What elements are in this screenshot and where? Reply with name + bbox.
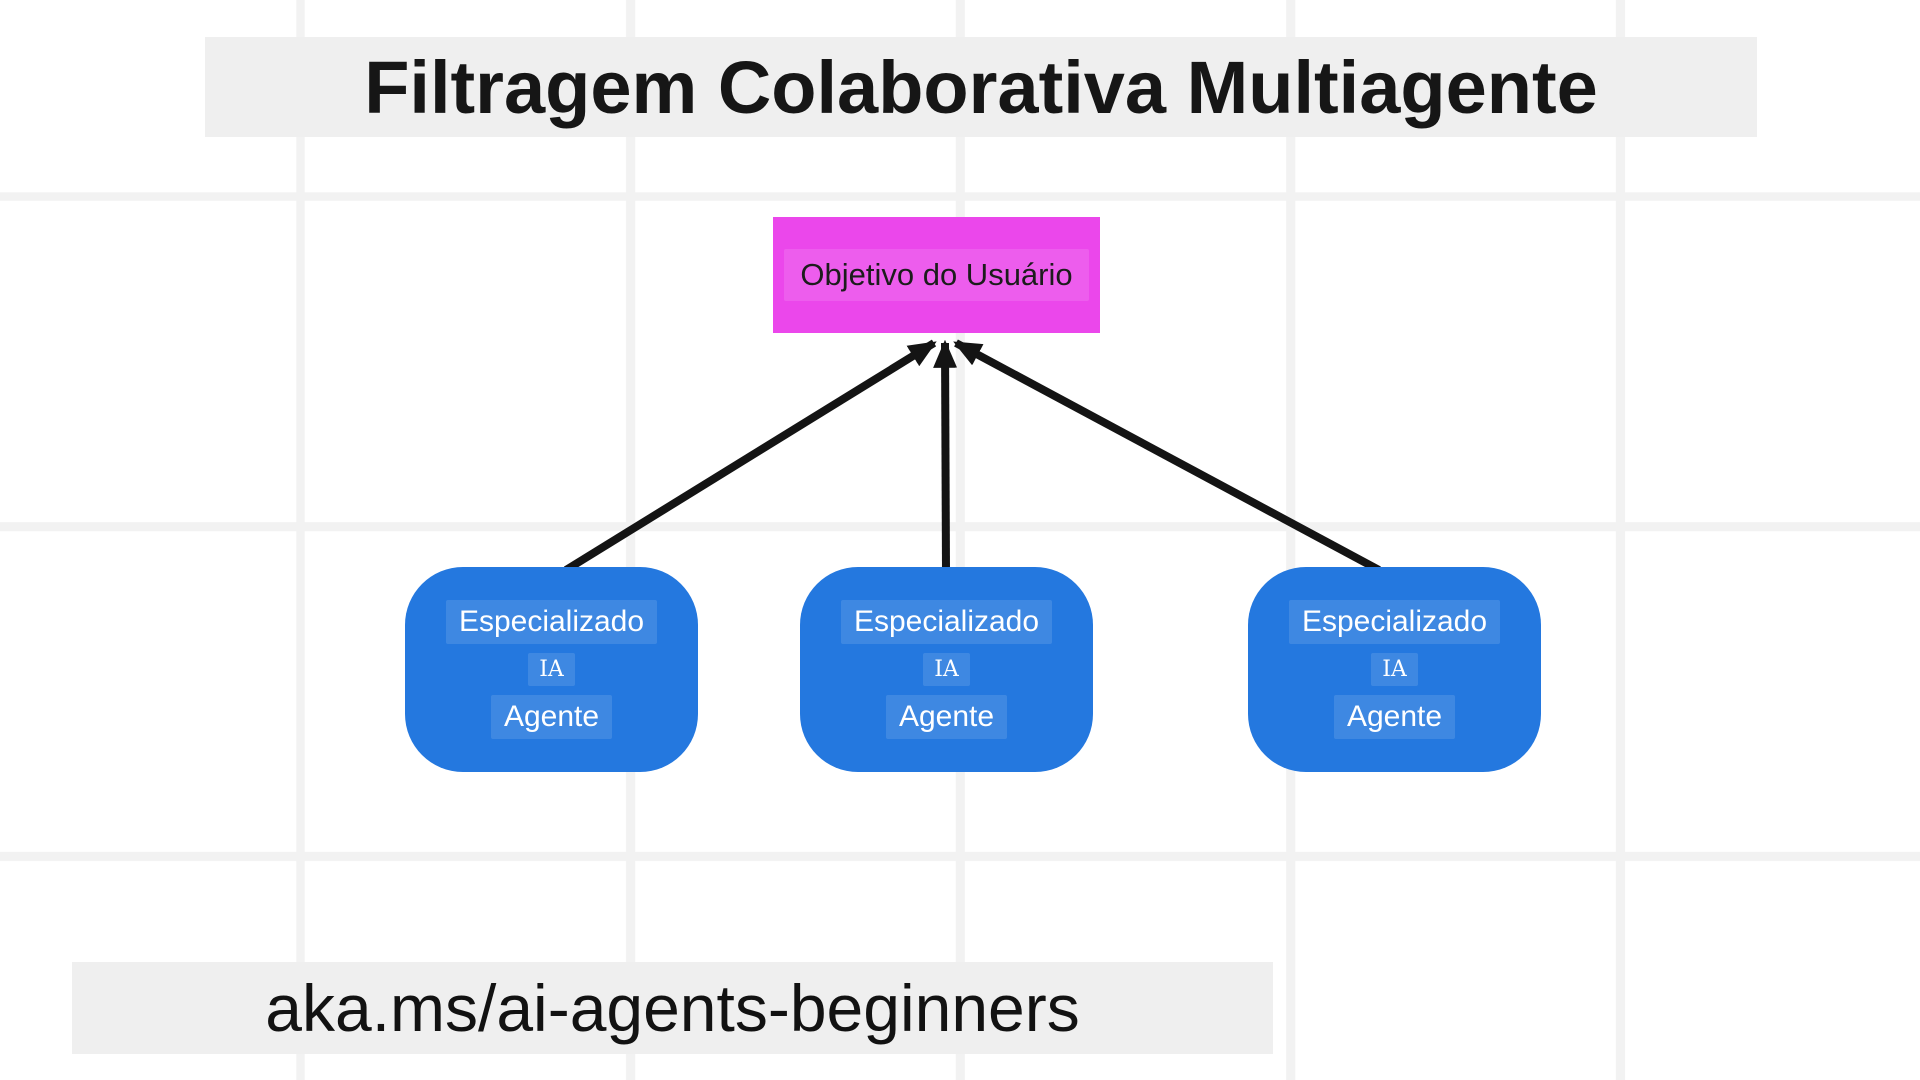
agent-2-label-ai: IA (923, 653, 970, 686)
agent-2-label-specialized: Especializado (840, 600, 1053, 644)
agent-1-label-specialized: Especializado (445, 600, 658, 644)
footer-banner: aka.ms/ai-agents-beginners (72, 962, 1273, 1054)
agent-1-label-ai: IA (528, 653, 575, 686)
agent-node-3: Especializado IA Agente (1248, 567, 1541, 772)
agent-3-label-agent: Agente (1333, 695, 1456, 739)
agent-node-2: Especializado IA Agente (800, 567, 1093, 772)
user-goal-node: Objetivo do Usuário (773, 217, 1100, 333)
title-banner: Filtragem Colaborativa Multiagente (205, 37, 1757, 137)
agent-1-label-agent: Agente (490, 695, 613, 739)
agent-3-label-specialized: Especializado (1288, 600, 1501, 644)
page-title: Filtragem Colaborativa Multiagente (364, 45, 1598, 129)
user-goal-label: Objetivo do Usuário (784, 249, 1089, 301)
agent-node-1: Especializado IA Agente (405, 567, 698, 772)
footer-link-text: aka.ms/ai-agents-beginners (265, 971, 1080, 1045)
agent-2-label-agent: Agente (885, 695, 1008, 739)
agent-3-label-ai: IA (1371, 653, 1418, 686)
